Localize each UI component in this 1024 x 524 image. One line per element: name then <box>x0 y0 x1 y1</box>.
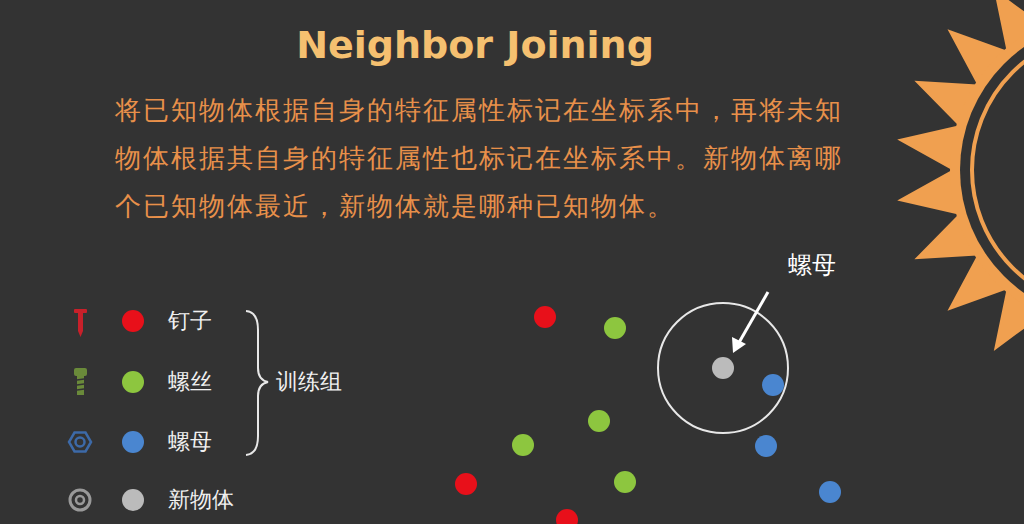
description-text-box: 将已知物体根据自身的特征属性标记在坐标系中，再将未知物体根据其自身的特征属性也标… <box>115 86 850 230</box>
scatter-points <box>455 306 841 524</box>
legend-text-box: 螺母 <box>168 427 212 457</box>
group-label-box: 训练组 <box>276 368 396 396</box>
legend-swatch <box>122 310 144 332</box>
legend-swatch <box>122 431 144 453</box>
legend-text: 螺母 <box>168 429 212 454</box>
legend-text: 新物体 <box>168 487 234 512</box>
callout-label-box: 螺母 <box>788 250 888 280</box>
legend-text: 钉子 <box>168 308 212 333</box>
title-box: Neighbor Joining <box>200 20 750 70</box>
legend-swatch <box>122 371 144 393</box>
callout-label: 螺母 <box>788 251 836 279</box>
legend-text-box: 新物体 <box>168 485 234 515</box>
nut-icon <box>69 433 91 452</box>
legend-text-box: 螺丝 <box>168 367 212 397</box>
legend-text: 螺丝 <box>168 369 212 394</box>
bracket <box>246 311 268 455</box>
neighbor-circle <box>658 303 788 433</box>
title: Neighbor Joining <box>296 23 654 67</box>
nail-icon <box>74 309 87 337</box>
legend-swatch <box>122 489 144 511</box>
pointer-arrow <box>732 292 768 353</box>
description-text: 将已知物体根据自身的特征属性标记在坐标系中，再将未知物体根据其自身的特征属性也标… <box>115 95 843 221</box>
sun-decoration <box>897 0 1024 385</box>
new-object-icon <box>70 490 90 510</box>
group-label: 训练组 <box>276 369 342 394</box>
legend-text-box: 钉子 <box>168 306 212 336</box>
screw-icon <box>74 368 87 395</box>
